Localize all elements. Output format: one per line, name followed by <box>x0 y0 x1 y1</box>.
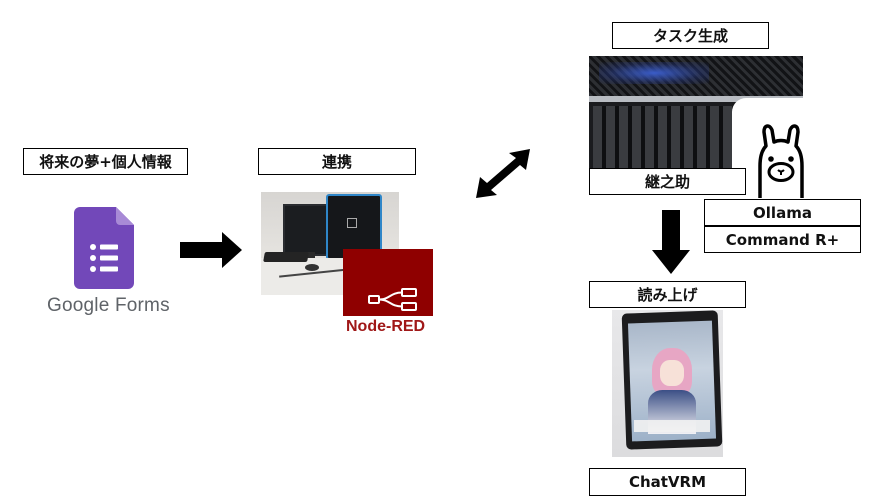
server-rail <box>589 96 803 102</box>
server-label: 継之助 <box>589 168 746 195</box>
ollama-llama-icon <box>758 124 804 198</box>
link-label: 連携 <box>258 148 416 175</box>
task-label: タスク生成 <box>612 22 769 49</box>
pc-tower-logo <box>347 218 357 228</box>
server-blue-light <box>599 62 709 84</box>
arrow-right-icon <box>180 232 242 268</box>
arrow-down-icon <box>652 210 690 274</box>
ollama-logo <box>732 98 830 198</box>
node-red-text: Node-RED <box>346 318 426 335</box>
node-red-block <box>343 249 433 316</box>
arrow-bidirectional-icon <box>476 149 530 198</box>
server-photo <box>589 56 803 174</box>
ollama-label: Ollama <box>704 199 861 226</box>
pc-photo <box>261 192 399 295</box>
google-forms-icon <box>74 207 134 289</box>
avatar-face <box>660 360 684 386</box>
mouse <box>305 264 319 271</box>
monitor-stand <box>307 252 315 262</box>
node-red-logo: Node-RED <box>343 249 433 338</box>
model-label: Command R+ <box>704 226 861 253</box>
tablet-caption-bar <box>634 420 710 432</box>
tablet-photo <box>612 310 723 457</box>
google-forms-logo: Google Forms <box>40 205 170 320</box>
chatvrm-label: ChatVRM <box>589 468 746 496</box>
dream-label: 将来の夢+個人情報 <box>23 148 188 175</box>
google-forms-text: Google Forms <box>47 295 170 316</box>
node-red-icon <box>368 288 417 311</box>
keyboard <box>263 252 309 262</box>
read-label: 読み上げ <box>589 281 746 308</box>
